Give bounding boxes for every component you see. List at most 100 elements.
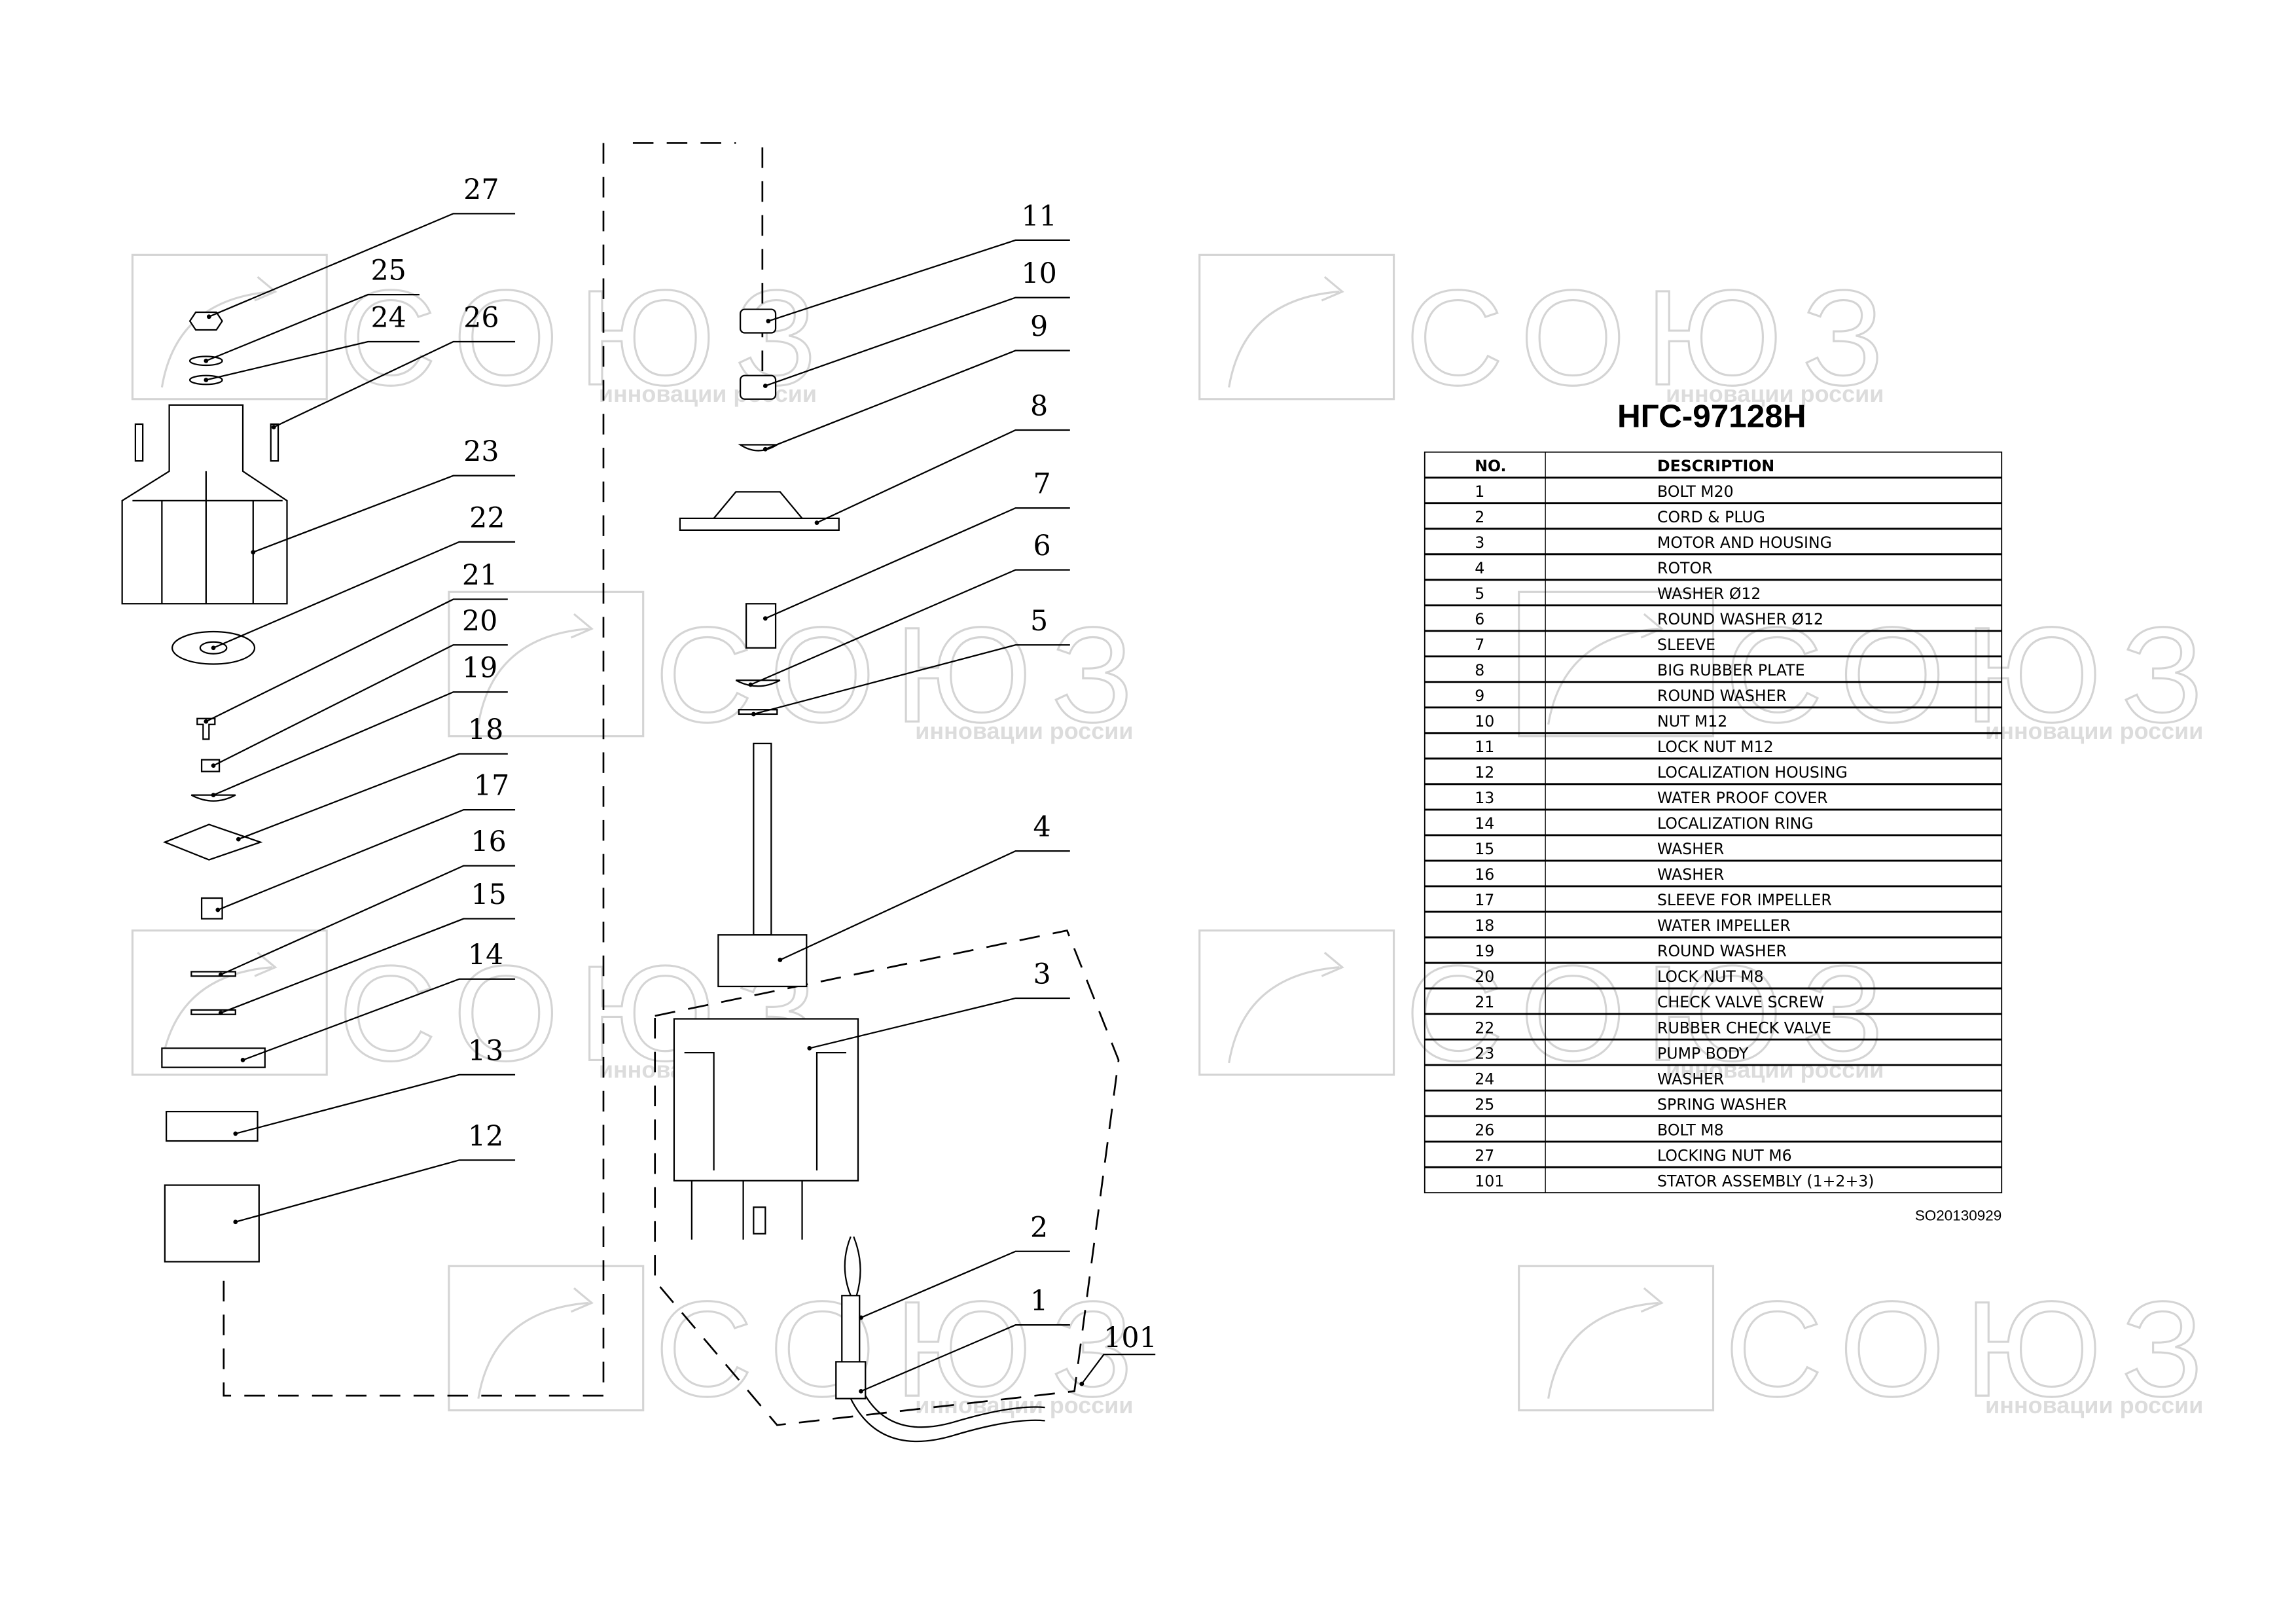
svg-text:19: 19 <box>462 652 497 685</box>
svg-text:23: 23 <box>463 435 499 468</box>
svg-text:9: 9 <box>1030 310 1048 343</box>
svg-text:ROTOR: ROTOR <box>1657 559 1712 577</box>
parts-left <box>121 311 288 1263</box>
svg-text:21: 21 <box>1475 993 1494 1011</box>
svg-text:ROUND WASHER: ROUND WASHER <box>1657 687 1787 705</box>
svg-text:WASHER Ø12: WASHER Ø12 <box>1657 585 1761 603</box>
svg-text:CHECK VALVE SCREW: CHECK VALVE SCREW <box>1657 993 1824 1011</box>
stator-assembly-outline <box>654 929 1120 1426</box>
svg-text:4: 4 <box>1475 559 1484 577</box>
svg-text:25: 25 <box>1475 1095 1494 1113</box>
svg-text:1: 1 <box>1475 482 1484 501</box>
svg-text:16: 16 <box>471 825 506 858</box>
sleeve <box>745 603 777 649</box>
svg-text:LOCALIZATION RING: LOCALIZATION RING <box>1657 814 1814 833</box>
svg-text:101: 101 <box>1103 1322 1157 1354</box>
callout-101: 101 <box>1079 1322 1157 1386</box>
svg-text:21: 21 <box>462 559 497 592</box>
callout-25: 25 <box>204 255 420 363</box>
svg-text:10: 10 <box>1021 257 1056 290</box>
svg-text:8: 8 <box>1030 389 1048 422</box>
svg-text:SLEEVE FOR IMPELLER: SLEEVE FOR IMPELLER <box>1657 891 1832 909</box>
svg-text:19: 19 <box>1475 942 1494 960</box>
svg-text:17: 17 <box>1475 891 1494 909</box>
callout-3: 3 <box>807 958 1070 1051</box>
bolt-m8-right <box>270 423 279 462</box>
svg-text:18: 18 <box>1475 916 1494 935</box>
svg-text:26: 26 <box>463 302 499 334</box>
svg-text:3: 3 <box>1033 958 1050 990</box>
svg-text:24: 24 <box>370 302 406 334</box>
svg-text:1: 1 <box>1030 1285 1048 1318</box>
nut-m12 <box>739 374 777 400</box>
svg-text:6: 6 <box>1475 610 1484 628</box>
callout-12: 12 <box>233 1120 516 1225</box>
water-proof-cover <box>165 1110 259 1142</box>
washer-16 <box>190 971 236 977</box>
svg-text:инновации россии: инновации россии <box>915 717 1133 744</box>
svg-text:6: 6 <box>1033 530 1050 562</box>
svg-text:26: 26 <box>1475 1121 1494 1139</box>
callout-18: 18 <box>236 713 508 842</box>
svg-text:STATOR ASSEMBLY (1+2+3): STATOR ASSEMBLY (1+2+3) <box>1657 1172 1874 1190</box>
svg-text:SLEEVE: SLEEVE <box>1657 636 1715 654</box>
callout-20: 20 <box>211 605 508 768</box>
svg-text:14: 14 <box>1475 814 1494 833</box>
svg-text:RUBBER CHECK VALVE: RUBBER CHECK VALVE <box>1657 1019 1831 1037</box>
svg-text:18: 18 <box>468 713 503 746</box>
water-impeller <box>162 823 263 861</box>
svg-text:10: 10 <box>1475 712 1494 731</box>
svg-text:WATER PROOF COVER: WATER PROOF COVER <box>1657 789 1828 807</box>
document-code: SO20130929 <box>1915 1208 2001 1224</box>
svg-text:инновации россии: инновации россии <box>1666 1056 1884 1083</box>
svg-text:17: 17 <box>474 770 509 803</box>
svg-text:SPRING WASHER: SPRING WASHER <box>1657 1095 1787 1113</box>
svg-text:11: 11 <box>1475 738 1494 756</box>
callout-10: 10 <box>762 257 1070 388</box>
locking-nut-m6 <box>188 311 223 331</box>
svg-text:WATER IMPELLER: WATER IMPELLER <box>1657 916 1791 935</box>
svg-text:16: 16 <box>1475 865 1494 884</box>
svg-text:3: 3 <box>1475 533 1484 552</box>
svg-text:CORD & PLUG: CORD & PLUG <box>1657 508 1765 526</box>
svg-text:LOCALIZATION HOUSING: LOCALIZATION HOUSING <box>1657 763 1848 782</box>
callout-27: 27 <box>206 173 516 319</box>
bolt-m8-left <box>134 423 144 462</box>
svg-text:NUT M12: NUT M12 <box>1657 712 1727 731</box>
svg-text:23: 23 <box>1475 1044 1494 1062</box>
svg-text:27: 27 <box>463 173 499 206</box>
svg-text:101: 101 <box>1475 1172 1504 1190</box>
round-washer-6 <box>735 679 781 687</box>
rotor-shaft <box>753 742 772 936</box>
parts-right <box>673 308 1045 1443</box>
table-row: 25 SPRING WASHER <box>1475 1095 1787 1113</box>
svg-text:WASHER: WASHER <box>1657 865 1724 884</box>
callout-17: 17 <box>215 770 516 912</box>
callout-11: 11 <box>766 200 1070 323</box>
callout-22: 22 <box>211 501 516 651</box>
svg-text:25: 25 <box>370 255 406 287</box>
svg-text:инновации россии: инновации россии <box>1985 1392 2203 1418</box>
callout-13: 13 <box>233 1034 516 1136</box>
svg-text:12: 12 <box>468 1120 503 1153</box>
table-row: 14 LOCALIZATION RING <box>1475 814 1813 833</box>
callout-23: 23 <box>251 435 516 554</box>
callout-14: 14 <box>240 939 516 1062</box>
cord-plug <box>835 1295 867 1399</box>
svg-text:20: 20 <box>462 605 497 638</box>
